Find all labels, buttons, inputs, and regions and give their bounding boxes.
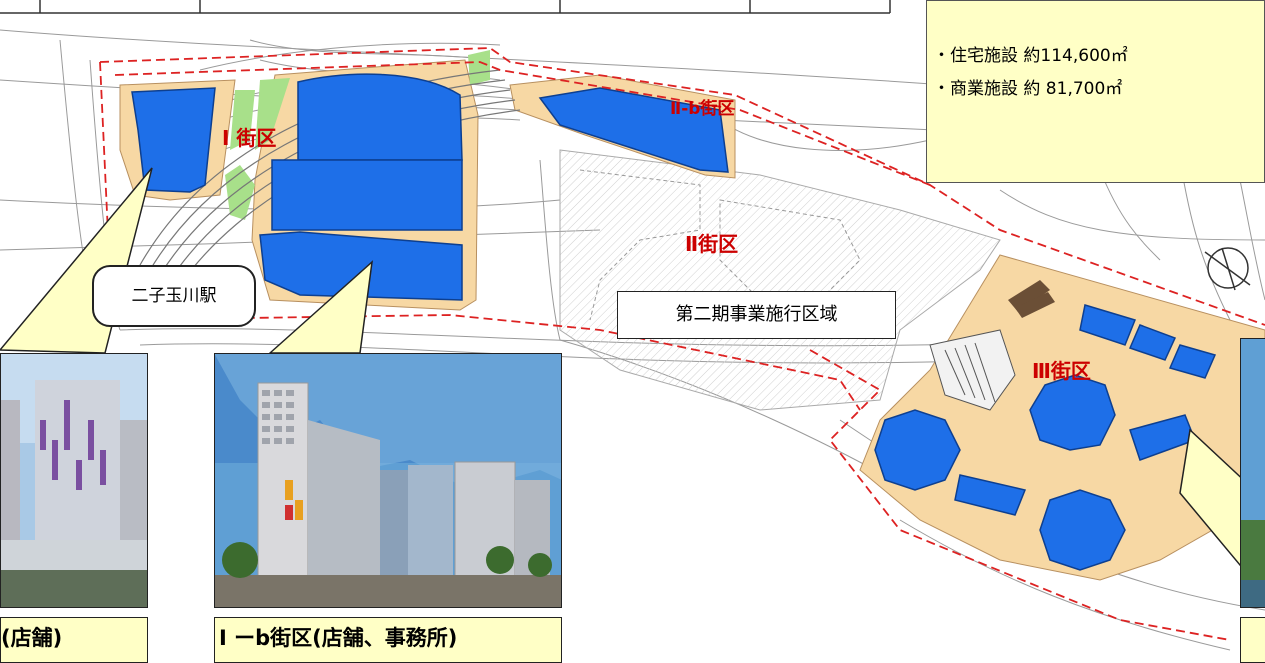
header-table-fragment	[0, 0, 891, 14]
left-photo-caption: (店舗)	[0, 617, 148, 663]
right-building-photo	[1240, 338, 1265, 608]
middle-photo-caption: Ⅰ ーb街区(店舗、事務所)	[214, 617, 562, 663]
commercial-floor-area: ・商業施設 約 81,700㎡	[933, 79, 1123, 99]
station-label: 二子玉川駅	[92, 265, 256, 327]
phase2-zone-label: 第二期事業施行区域	[617, 291, 896, 339]
middle-building-photo	[214, 353, 562, 608]
left-photo-frame	[0, 353, 148, 608]
buildings	[131, 73, 1217, 571]
floor-area-summary: ・住宅施設 約114,600㎡ ・商業施設 約 81,700㎡	[926, 0, 1265, 183]
middle-photo-frame	[214, 353, 562, 608]
district-1-label: Ⅰ 街区	[222, 126, 277, 150]
district-3-label: Ⅲ街区	[1032, 359, 1091, 383]
north-arrow-icon	[1204, 247, 1251, 291]
right-photo-caption	[1240, 617, 1265, 663]
right-photo-frame	[1240, 338, 1265, 608]
left-building-photo	[0, 353, 148, 608]
district-2b-label: Ⅱ-b街区	[670, 99, 735, 119]
green-strips	[225, 50, 490, 220]
district-2-label: Ⅱ街区	[685, 232, 739, 256]
residential-floor-area: ・住宅施設 約114,600㎡	[933, 46, 1128, 66]
parking-structure	[929, 280, 1055, 411]
